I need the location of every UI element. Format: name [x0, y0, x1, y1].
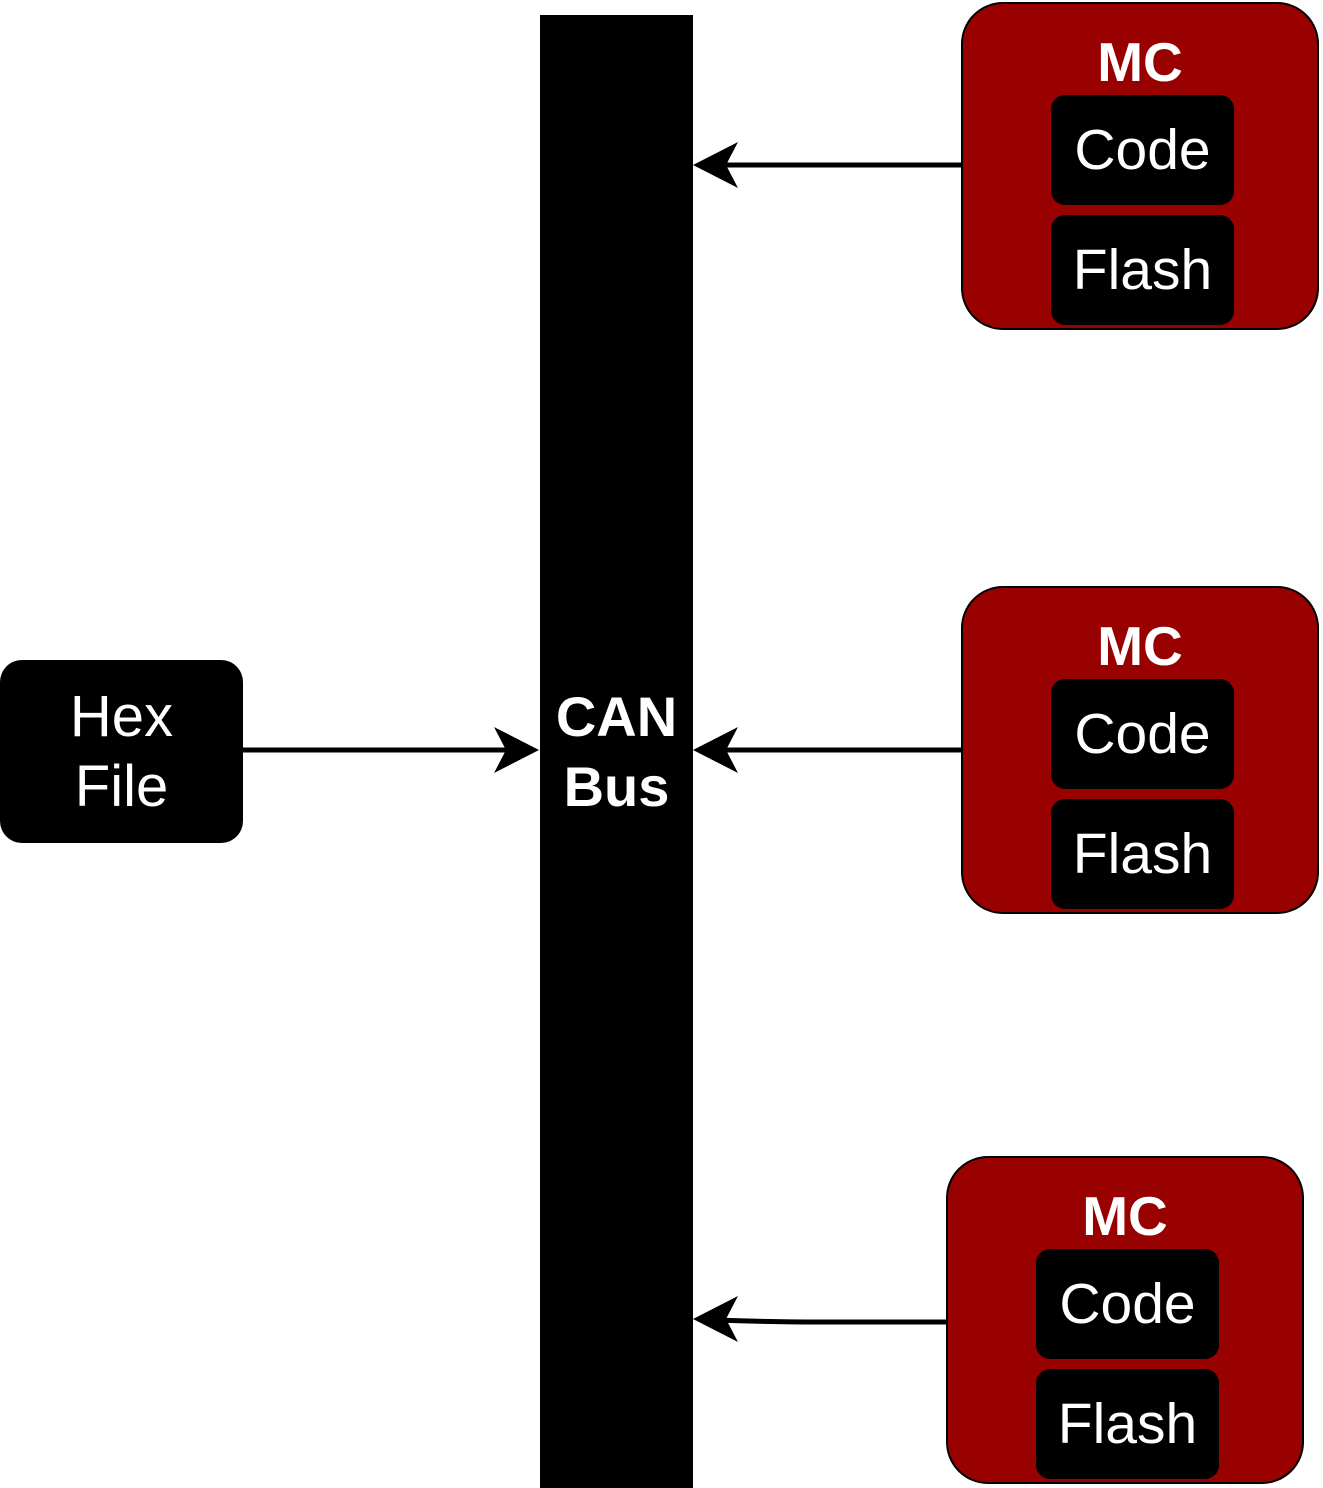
- can-bus-block: CAN Bus: [540, 15, 693, 1488]
- microcontroller-block-1: MC Code Flash: [961, 2, 1319, 330]
- hex-file-label-line1: Hex: [69, 683, 174, 749]
- hex-file-label-line2: File: [74, 753, 169, 819]
- microcontroller-block-2: MC Code Flash: [961, 586, 1319, 914]
- arrow-hex-to-bus: [243, 727, 539, 773]
- mc-title: MC: [1097, 31, 1183, 93]
- mc-title: MC: [1097, 615, 1183, 677]
- can-bus-label-line2: Bus: [563, 754, 670, 818]
- can-bus-label-line1: CAN: [555, 684, 678, 748]
- arrow-mc3-to-bus: [693, 1296, 946, 1342]
- arrow-mc2-to-bus: [693, 727, 961, 773]
- arrow-mc1-to-bus: [693, 142, 961, 188]
- flash-block: Flash: [1036, 1369, 1219, 1479]
- microcontroller-block-3: MC Code Flash: [946, 1156, 1304, 1484]
- hex-file-block: Hex File: [0, 660, 243, 843]
- code-block: Code: [1051, 95, 1234, 205]
- code-block: Code: [1036, 1249, 1219, 1359]
- code-block: Code: [1051, 679, 1234, 789]
- flash-block: Flash: [1051, 799, 1234, 909]
- mc-title: MC: [1082, 1185, 1168, 1247]
- flash-block: Flash: [1051, 215, 1234, 325]
